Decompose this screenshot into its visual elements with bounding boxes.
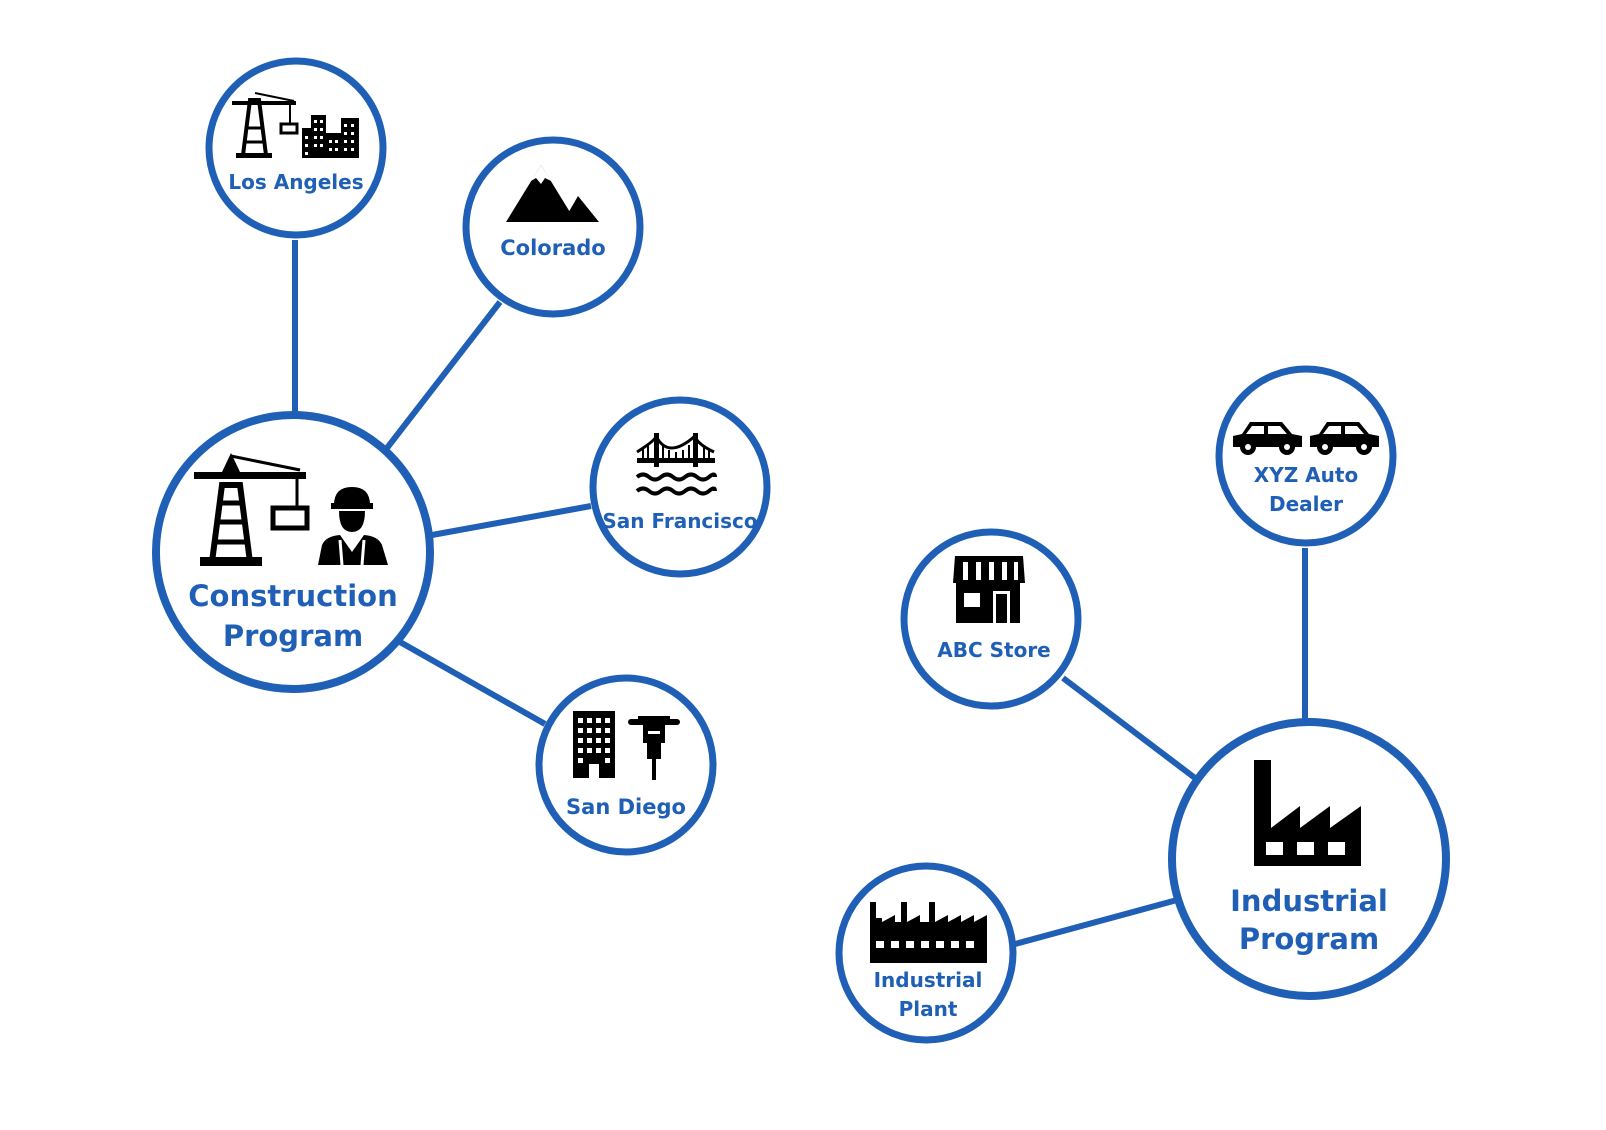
mountain-icon [506, 165, 599, 222]
connector-abc-store [1061, 675, 1197, 781]
san-diego-circle [535, 674, 717, 856]
connector-industrial-plant [1014, 897, 1178, 947]
connectors [292, 240, 1308, 947]
industrial-hub-line1: Industrial [1230, 884, 1388, 918]
colorado-node[interactable]: Colorado [462, 136, 644, 318]
construction-program-node[interactable]: Construction Program [152, 411, 434, 693]
cars-icon [1233, 422, 1379, 455]
los-angeles-node[interactable]: Los Angeles [205, 57, 387, 239]
abc-store-node[interactable]: ABC Store [900, 528, 1082, 710]
factory-icon [1254, 760, 1361, 866]
san-francisco-circle [589, 396, 771, 578]
construction-hub-line2: Program [223, 619, 363, 653]
factory-plant-icon [870, 902, 987, 963]
san-francisco-node[interactable]: San Francisco [589, 396, 771, 578]
colorado-label: Colorado [500, 236, 605, 260]
store-icon [953, 556, 1025, 623]
industrial-program-node[interactable]: Industrial Program [1168, 718, 1450, 1000]
xyz-auto-dealer-node[interactable]: XYZ Auto Dealer [1215, 365, 1397, 547]
abc-store-label: ABC Store [937, 638, 1051, 662]
xyz-auto-circle [1215, 365, 1397, 547]
los-angeles-label: Los Angeles [228, 170, 363, 194]
xyz-auto-line1: XYZ Auto [1254, 463, 1358, 487]
connector-colorado [384, 300, 503, 450]
crane-and-worker-icon [194, 453, 388, 566]
san-francisco-label: San Francisco [602, 509, 757, 533]
colorado-circle [462, 136, 644, 318]
crane-city-icon [232, 92, 359, 158]
building-jackhammer-icon [573, 711, 680, 780]
industrial-plant-node[interactable]: Industrial Plant [835, 862, 1017, 1044]
san-diego-label: San Diego [566, 795, 686, 819]
san-diego-node[interactable]: San Diego [535, 674, 717, 856]
connector-san-francisco [431, 503, 592, 538]
industrial-plant-line2: Plant [899, 997, 958, 1021]
xyz-auto-line2: Dealer [1269, 492, 1343, 516]
industrial-hub-line2: Program [1239, 922, 1379, 956]
industrial-plant-line1: Industrial [874, 968, 983, 992]
connector-san-diego [398, 639, 547, 727]
construction-hub-line1: Construction [188, 579, 398, 613]
bridge-icon [635, 433, 717, 496]
